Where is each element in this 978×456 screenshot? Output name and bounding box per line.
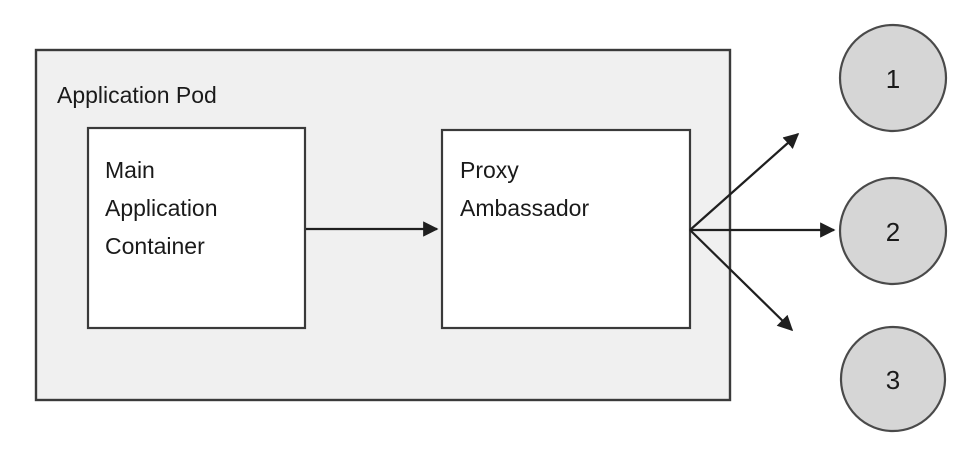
main-application-container-label-line-1: Main [105, 157, 155, 183]
endpoint-2[interactable]: 2 [838, 176, 948, 286]
endpoint-1[interactable]: 1 [838, 23, 948, 133]
proxy-ambassador-label-line-1: Proxy [460, 157, 519, 183]
endpoint-3[interactable]: 3 [839, 325, 947, 433]
main-application-container-label-line-3: Container [105, 233, 205, 259]
proxy-ambassador-label-line-2: Ambassador [460, 195, 589, 221]
endpoint-3-circle [839, 325, 947, 433]
proxy-ambassador-container[interactable]: Proxy Ambassador [440, 128, 692, 330]
main-application-container[interactable]: Main Application Container [86, 126, 307, 330]
arrow-proxy-to-endpoint-1 [689, 132, 800, 231]
endpoint-2-label: 2 [886, 217, 900, 247]
endpoint-1-circle [838, 23, 948, 133]
endpoint-1-label: 1 [886, 64, 900, 94]
proxy-ambassador-container-rect [440, 128, 692, 330]
arrow-proxy-to-endpoint-3 [689, 229, 794, 332]
main-application-container-rect [86, 126, 307, 330]
main-application-container-label-line-2: Application [105, 195, 218, 221]
endpoint-3-label: 3 [886, 365, 900, 395]
endpoint-2-circle [838, 176, 948, 286]
application-pod-label: Application Pod [57, 82, 217, 108]
